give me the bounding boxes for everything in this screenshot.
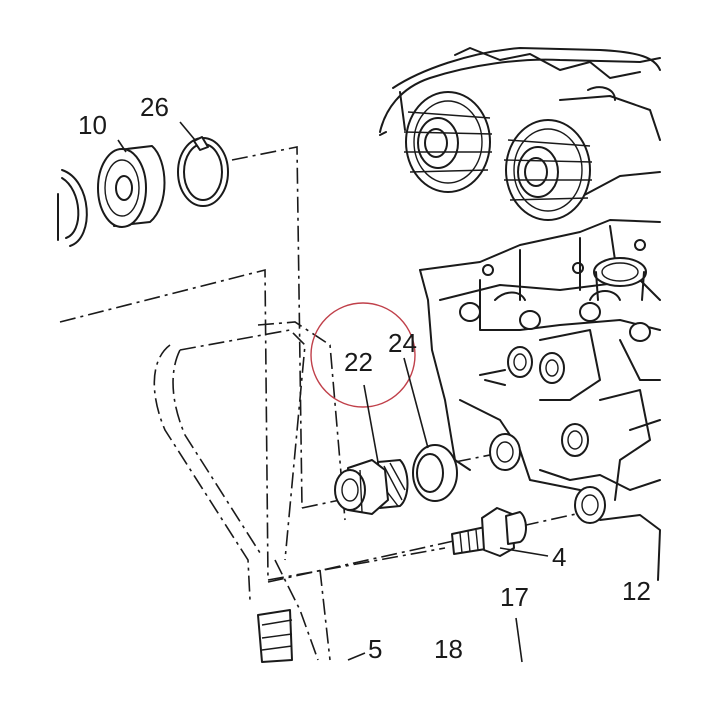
- callout-17: 17: [500, 582, 529, 612]
- callout-10: 10: [78, 110, 107, 140]
- callout-26: 26: [140, 92, 169, 122]
- callout-24: 24: [388, 328, 417, 358]
- part-10-bearing: [97, 145, 166, 228]
- part-22-plug: [334, 459, 409, 515]
- camshaft-assembly: [379, 47, 661, 221]
- callout-5: 5: [368, 634, 382, 664]
- callout-labels: 10 26 22 24 4 17 12 5 18: [78, 92, 651, 664]
- part-ring-left-edge: [57, 169, 88, 247]
- part-4-bolt: [451, 507, 527, 557]
- callout-12: 12: [622, 576, 651, 606]
- callout-4: 4: [552, 542, 566, 572]
- cylinder-head: [419, 219, 661, 581]
- assembly-center-lines: [59, 146, 586, 661]
- part-24-washer: [412, 444, 458, 502]
- callout-18: 18: [434, 634, 463, 664]
- highlight-circle: [310, 302, 416, 408]
- chain-guide-segment: [257, 609, 293, 663]
- callout-22: 22: [344, 347, 373, 377]
- part-26-circlip: [177, 136, 229, 207]
- leader-lines: [117, 121, 549, 663]
